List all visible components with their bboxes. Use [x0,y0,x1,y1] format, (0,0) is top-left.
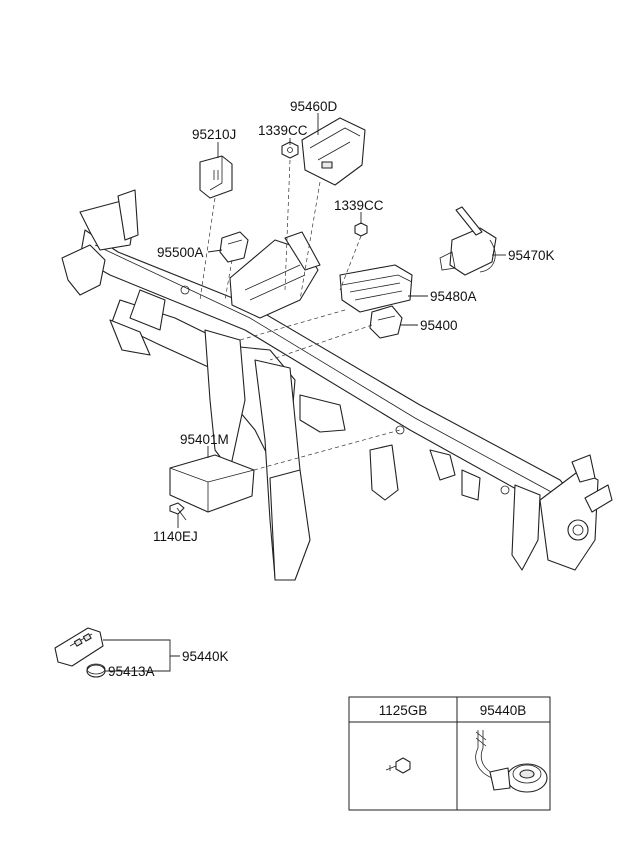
parts-table: 1125GB 95440B [348,696,551,811]
callout-labels: 95460D 95210J 1339CC 1339CC 95470K 95500… [108,99,555,679]
part-95500A [219,231,249,263]
label-95210J: 95210J [192,127,236,142]
dashed-connectors [199,159,401,471]
label-95440K: 95440K [182,649,229,664]
part-1140EJ-screw [169,502,187,521]
part-1125GB-bolt [385,757,411,774]
label-1339CC-lower: 1339CC [334,198,384,213]
part-95413A-battery [86,663,106,678]
table-header-95440B: 95440B [480,703,527,718]
label-95413A: 95413A [108,664,155,679]
label-1140EJ: 1140EJ [153,529,198,544]
label-95401M: 95401M [180,432,229,447]
part-95480A [339,264,413,313]
label-95460D: 95460D [290,99,338,114]
leader-lines [103,113,506,672]
part-1339CC-nut-lower [354,222,368,237]
part-95210J [199,155,233,199]
part-95440K-key-fob [54,627,104,667]
label-95400: 95400 [420,318,458,333]
part-95401M [169,454,255,513]
part-95470K [439,206,497,276]
crossmember-frame [61,189,613,581]
label-95470K: 95470K [508,248,555,263]
part-95400 [369,305,403,339]
label-1339CC-upper: 1339CC [258,123,308,138]
table-header-1125GB: 1125GB [379,703,428,718]
label-95480A: 95480A [430,289,477,304]
part-95460D [301,117,366,186]
label-95500A: 95500A [157,245,204,260]
part-95440B-coil [475,730,548,793]
